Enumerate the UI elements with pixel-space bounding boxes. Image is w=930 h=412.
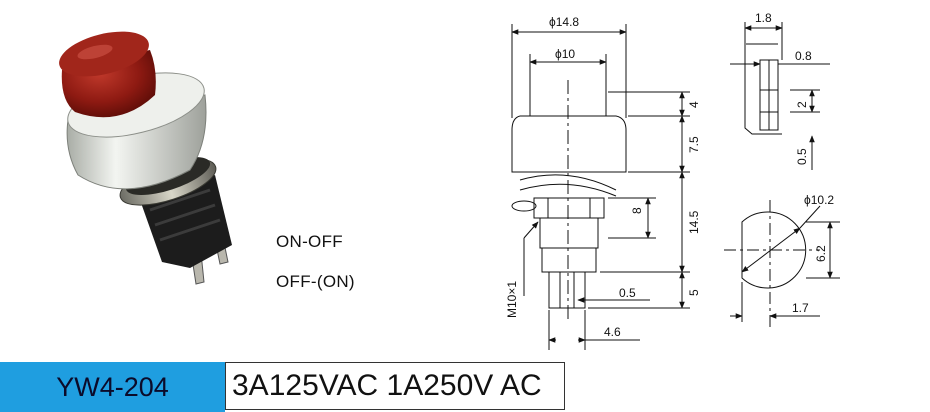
dim-terminal-length: 5 — [687, 289, 701, 296]
dim-outer-diameter: ϕ14.8 — [549, 15, 579, 29]
red-button-cap — [59, 31, 156, 118]
switch-photo — [59, 31, 232, 285]
dim-flat-offset: 1.7 — [792, 301, 809, 315]
dim-side-width: 1.8 — [755, 11, 772, 25]
model-number-label: YW4-204 — [0, 362, 225, 412]
dim-side-height: 2 — [795, 101, 809, 108]
dim-cap-height: 4 — [687, 101, 701, 108]
side-view — [730, 22, 830, 170]
dim-side-thickness: 0.5 — [795, 148, 809, 165]
panel-cutout — [724, 200, 840, 330]
dim-thread: M10×1 — [505, 281, 519, 318]
technical-drawing: ϕ14.8 ϕ10 4 7.5 8 14.5 M10×1 0.5 5 4.6 1… — [59, 11, 840, 350]
electrical-rating-label: 3A125VAC 1A250V AC — [225, 362, 565, 410]
dim-side-gap: 0.8 — [795, 49, 812, 63]
mode-off-momentary-on: OFF-(ON) — [276, 272, 355, 291]
dim-terminal-width: 4.6 — [604, 325, 621, 339]
dim-terminal-thickness: 0.5 — [619, 286, 636, 300]
dim-nut-height: 8 — [630, 207, 644, 214]
dim-cap-diameter: ϕ10 — [555, 47, 575, 61]
dim-flat-height: 6.2 — [814, 245, 828, 262]
front-view-dimensions — [511, 24, 690, 350]
dim-thread-length: 14.5 — [687, 210, 701, 234]
dim-panel-hole: ϕ10.2 — [804, 193, 834, 207]
mode-on-off: ON-OFF — [276, 232, 343, 251]
dim-body-height: 7.5 — [687, 136, 701, 153]
front-view — [511, 80, 627, 320]
dimension-labels: ϕ14.8 ϕ10 4 7.5 8 14.5 M10×1 0.5 5 4.6 1… — [505, 11, 834, 339]
